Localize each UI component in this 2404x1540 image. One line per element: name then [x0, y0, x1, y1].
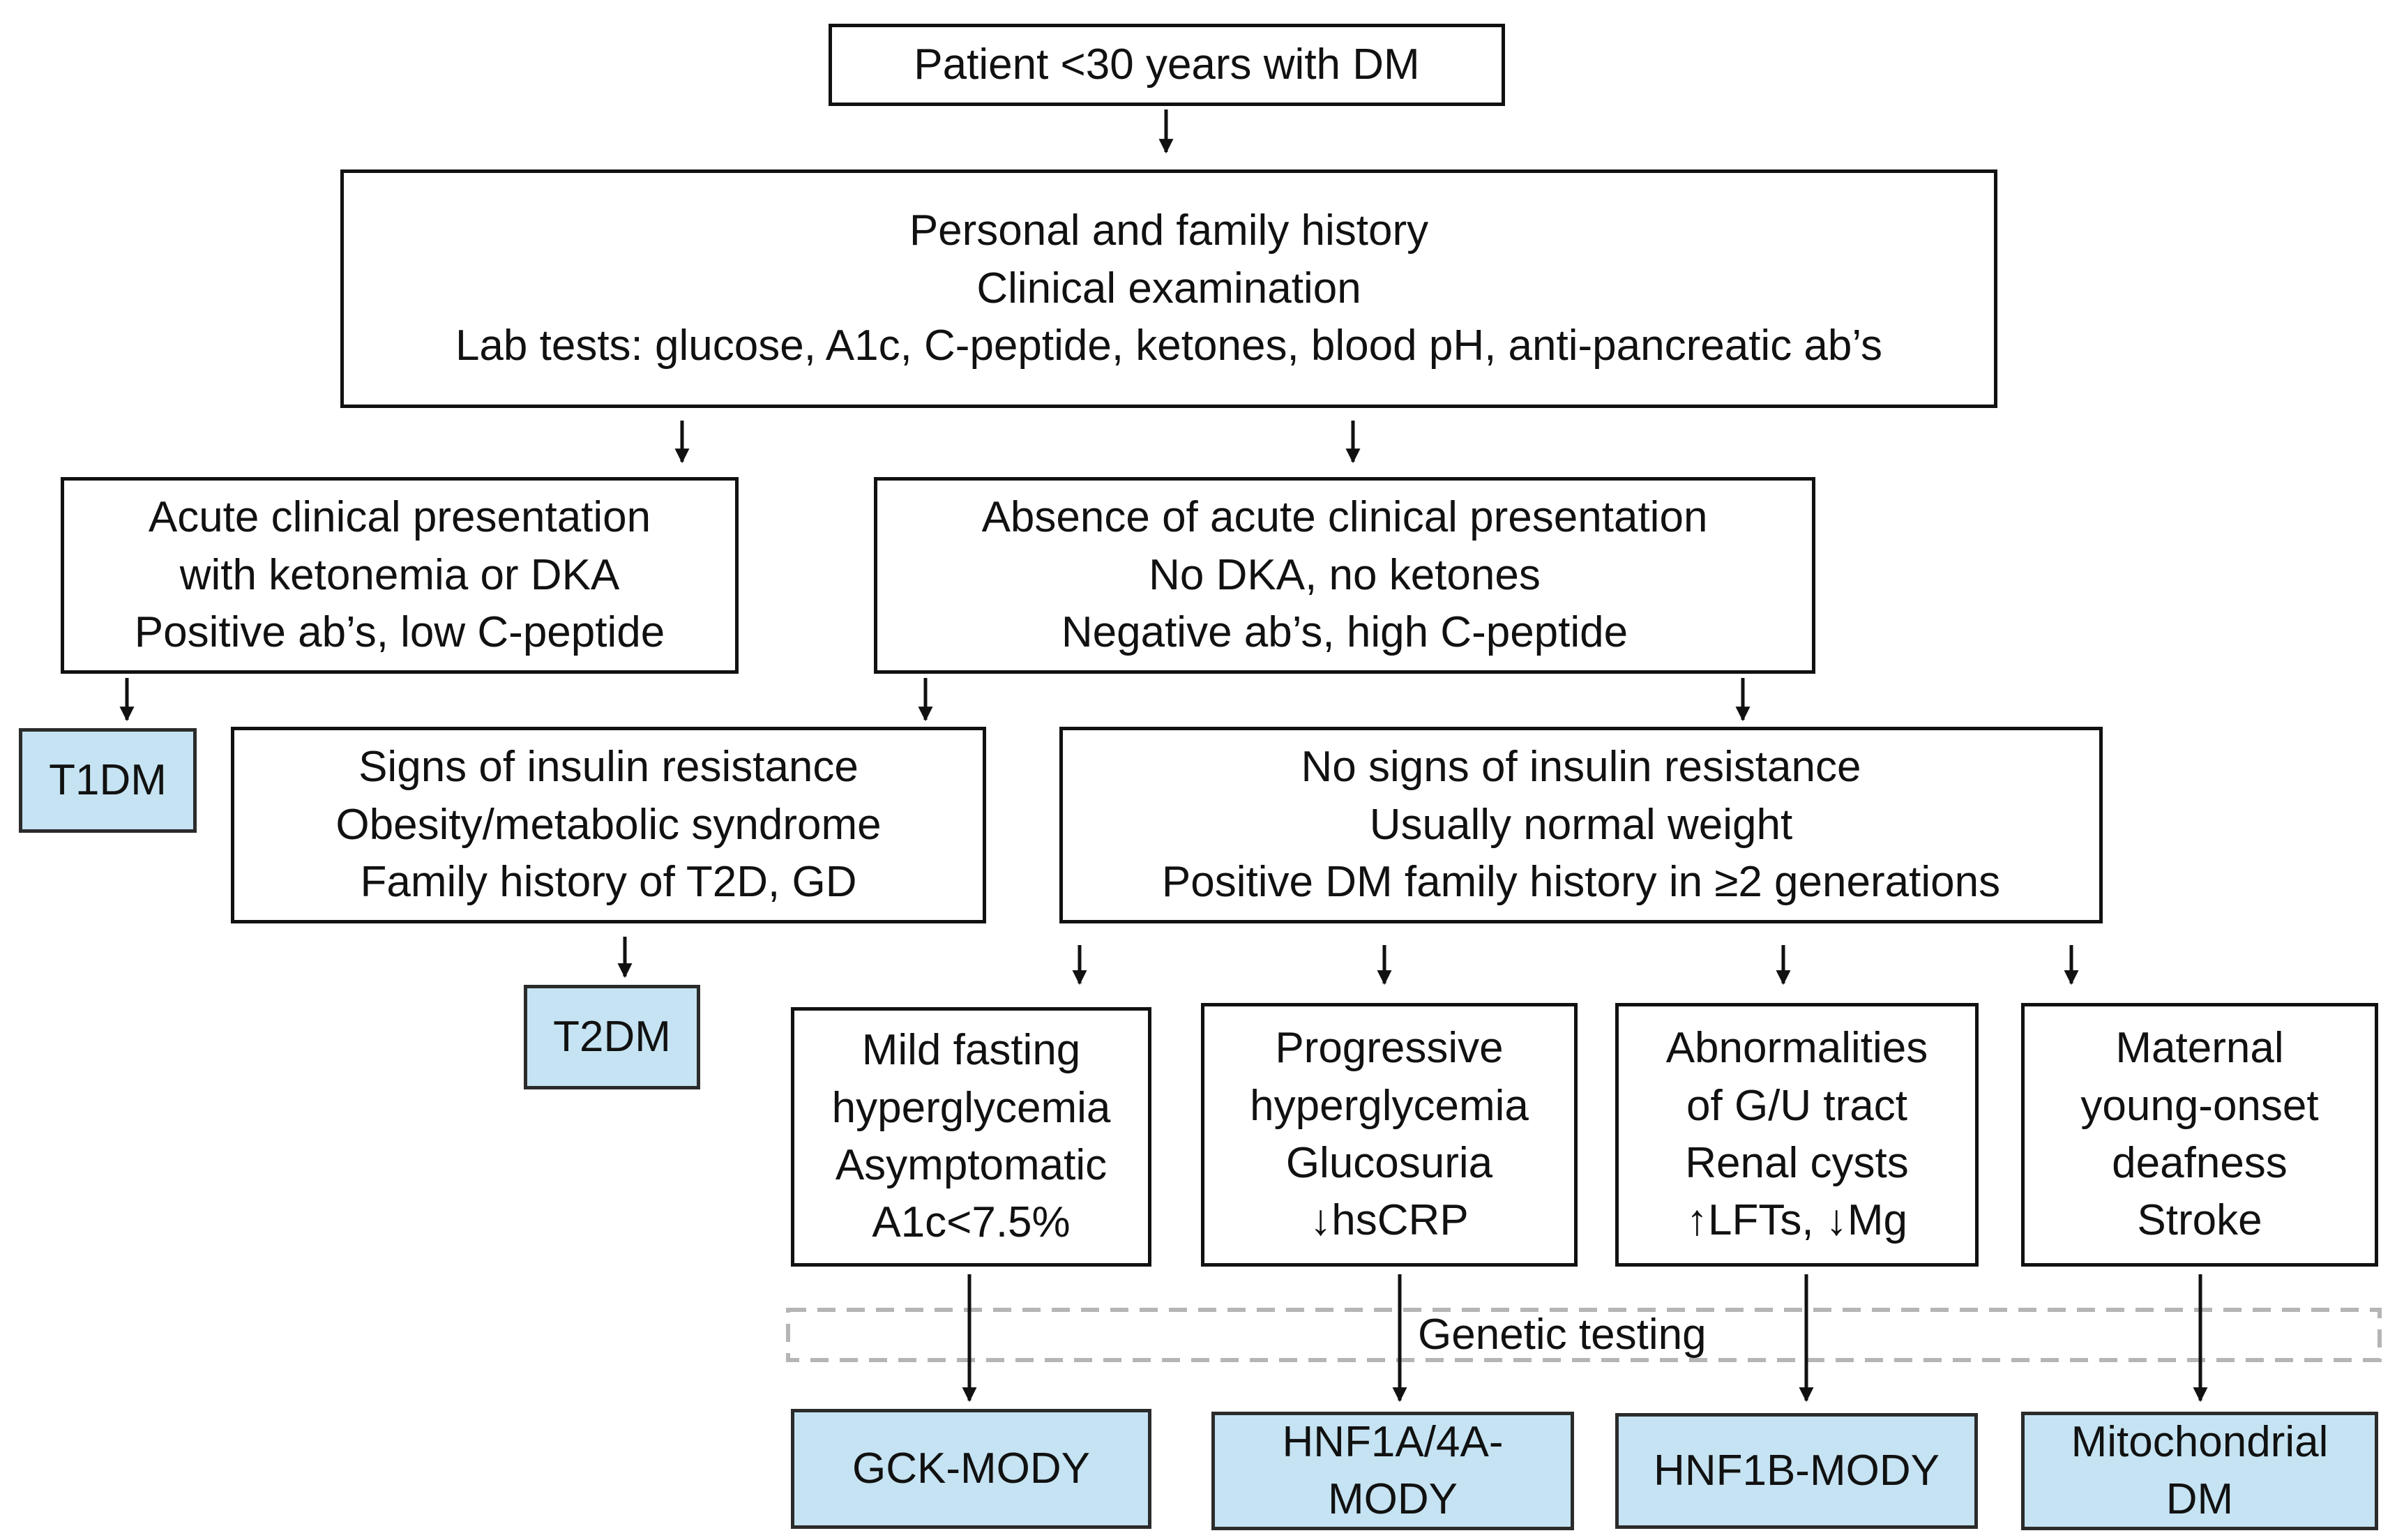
hnf1b-features-line: Renal cysts [1685, 1139, 1909, 1187]
mito-features-line: Maternal [2115, 1024, 2284, 1073]
acute-presentation-line: Positive ab’s, low C-peptide [134, 608, 665, 657]
no-insulin-resistance-line: No signs of insulin resistance [1301, 743, 1861, 792]
insulin-resistance-line: Family history of T2D, GD [360, 858, 857, 907]
genetic-testing-band [786, 1308, 2382, 1362]
gck-features-line: A1c<7.5% [872, 1198, 1071, 1247]
history-line: Clinical examination [976, 264, 1361, 312]
hnf1a-features-line: ↓hsCRP [1310, 1196, 1469, 1245]
acute-presentation-box: Acute clinical presentation with ketonemi… [61, 477, 739, 674]
hnf1b-mody-box: HNF1B-MODY [1615, 1413, 1978, 1529]
no-insulin-resistance-line: Positive DM family history in ≥2 generat… [1161, 858, 2001, 907]
gck-mody-line: GCK-MODY [852, 1444, 1090, 1493]
root-line: Patient <30 years with DM [914, 40, 1420, 89]
gck-mody-box: GCK-MODY [791, 1409, 1151, 1529]
hnf1a-mody-box: HNF1A/4A- MODY [1211, 1412, 1574, 1530]
absence-presentation-line: Absence of acute clinical presentation [981, 493, 1708, 542]
hnf1b-features-line: ↑LFTs, ↓Mg [1686, 1196, 1907, 1245]
acute-presentation-line: Acute clinical presentation [148, 493, 651, 542]
mito-features-line: deafness [2112, 1139, 2288, 1187]
hnf1a-mody-line: MODY [1328, 1475, 1458, 1523]
gck-features-line: Asymptomatic [835, 1141, 1107, 1189]
gck-features-line: hyperglycemia [831, 1083, 1111, 1132]
root-box: Patient <30 years with DM [829, 24, 1505, 106]
hnf1b-features-line: Abnormalities [1665, 1024, 1928, 1073]
mito-features-line: Stroke [2137, 1196, 2262, 1245]
absence-presentation-line: No DKA, no ketones [1149, 550, 1541, 599]
genetic-testing-label: Genetic testing [1411, 1313, 1714, 1357]
t1dm-line: T1DM [49, 755, 167, 804]
mito-dm-line: DM [2165, 1475, 2234, 1523]
insulin-resistance-line: Obesity/metabolic syndrome [335, 800, 882, 849]
history-line: Personal and family history [909, 206, 1429, 255]
t1dm-box: T1DM [19, 728, 197, 833]
t2dm-box: T2DM [524, 985, 700, 1089]
hnf1b-features-line: of G/U tract [1686, 1081, 1907, 1130]
acute-presentation-line: with ketonemia or DKA [179, 550, 620, 599]
absence-presentation-line: Negative ab’s, high C-peptide [1061, 608, 1628, 657]
hnf1b-mody-line: HNF1B-MODY [1654, 1446, 1940, 1495]
history-line: Lab tests: glucose, A1c, C-peptide, keto… [455, 322, 1883, 370]
hnf1a-features-line: Glucosuria [1285, 1139, 1493, 1187]
t2dm-line: T2DM [553, 1012, 671, 1061]
mito-dm-line: Mitochondrial [2071, 1417, 2329, 1466]
hnf1a-features-line: hyperglycemia [1250, 1081, 1529, 1130]
hnf1a-mody-line: HNF1A/4A- [1282, 1417, 1504, 1466]
hnf1a-features-line: Progressive [1275, 1024, 1504, 1073]
insulin-resistance-line: Signs of insulin resistance [358, 743, 859, 792]
no-insulin-resistance-line: Usually normal weight [1369, 800, 1793, 849]
mito-features-line: young-onset [2080, 1081, 2319, 1130]
gck-features-line: Mild fasting [861, 1026, 1081, 1075]
